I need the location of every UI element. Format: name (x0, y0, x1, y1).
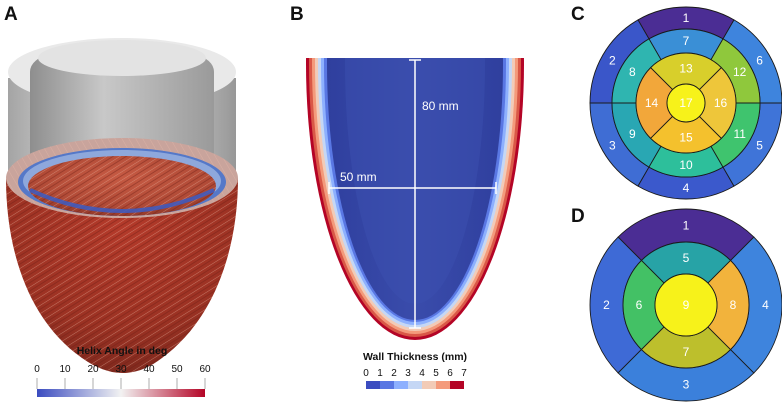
helix-colorbar-title: Helix Angle in deg (77, 345, 168, 357)
wall-tick-label: 5 (433, 368, 439, 379)
inner-surface (30, 46, 214, 160)
heart-model (6, 38, 238, 373)
c-segment-label: 15 (679, 131, 693, 145)
panel-a-letter: A (4, 4, 18, 25)
d-segment-label: 3 (683, 378, 690, 392)
wall-tick-label: 1 (377, 368, 383, 379)
c-segment-label: 9 (629, 127, 636, 141)
wall-colorbar-title: Wall Thickness (mm) (363, 351, 467, 363)
c-segment-label: 17 (679, 96, 693, 110)
wall-color-swatch (408, 381, 422, 389)
width-dimension-label: 50 mm (340, 170, 377, 184)
cavity-blue-edge (29, 188, 215, 213)
d-segment-label: 8 (730, 298, 737, 312)
c-segment-label: 12 (733, 65, 747, 79)
helix-tick-label: 40 (143, 364, 155, 375)
helix-tick-label: 20 (87, 364, 99, 375)
panel-b-letter: B (290, 4, 304, 25)
helix-colorbar-gradient (37, 389, 205, 397)
c-segment-label: 16 (714, 96, 728, 110)
d-segment-label: 7 (683, 345, 690, 359)
panel-d-letter: D (571, 206, 585, 227)
bullseye-9-segment: 1 2 3 4 5 6 7 8 9 (589, 208, 782, 402)
helix-colorbar-ticks: 0 10 20 30 40 50 60 (34, 364, 211, 389)
c-segment-label: 13 (679, 62, 693, 76)
c-segment-label: 14 (645, 96, 659, 110)
d-segment-label: 2 (603, 298, 610, 312)
wall-color-swatch (450, 381, 464, 389)
c-segment-label: 3 (609, 139, 616, 153)
helix-angle-colorbar: Helix Angle in deg 0 10 20 30 40 50 60 (34, 345, 211, 397)
wall-tick-label: 0 (363, 368, 369, 379)
height-dimension-label: 80 mm (422, 99, 459, 113)
d-segment-label: 9 (683, 298, 690, 312)
helix-tick-label: 10 (59, 364, 71, 375)
wall-tick-label: 6 (447, 368, 453, 379)
c-segment-label: 5 (756, 139, 763, 153)
d-segment-9 (654, 273, 718, 337)
c-segment-label: 4 (683, 181, 690, 195)
wall-colorbar-swatches (366, 381, 464, 389)
wall-color-swatch (394, 381, 408, 389)
c-segment-label: 7 (683, 34, 690, 48)
c-segment-label: 1 (683, 11, 690, 25)
ventricle-cavity-fibers (28, 156, 216, 216)
wall-tick-label: 7 (461, 368, 467, 379)
c-segment-label: 6 (756, 54, 763, 68)
wall-color-swatch (380, 381, 394, 389)
inner-surface-top (38, 40, 206, 76)
wall-tick-label: 3 (405, 368, 411, 379)
c-segment-label: 8 (629, 65, 636, 79)
wall-tick-label: 4 (419, 368, 425, 379)
wall-color-swatch (422, 381, 436, 389)
d-segment-label: 1 (683, 219, 690, 233)
wall-tick-label: 2 (391, 368, 397, 379)
helix-tick-label: 60 (199, 364, 211, 375)
d-segment-label: 6 (636, 298, 643, 312)
wall-color-swatch (436, 381, 450, 389)
c-segment-label: 10 (679, 158, 693, 172)
c-segment-17 (666, 83, 706, 123)
helix-tick-label: 30 (115, 364, 127, 375)
panel-d: D 1 2 3 4 5 6 7 8 9 (571, 206, 782, 402)
c-segment-label: 11 (733, 127, 746, 141)
d-segment-label: 4 (762, 298, 769, 312)
d-segment-label: 5 (683, 251, 690, 265)
panel-a: A Helix Angle in deg 0 10 20 30 40 50 (4, 4, 238, 397)
panel-c-letter: C (571, 4, 585, 25)
helix-tick-label: 0 (34, 364, 40, 375)
myocardium-fibers (6, 178, 238, 373)
c-segment-label: 2 (609, 54, 616, 68)
dimension-lines (328, 59, 497, 329)
helix-tick-label: 50 (171, 364, 183, 375)
wall-color-swatch (366, 381, 380, 389)
